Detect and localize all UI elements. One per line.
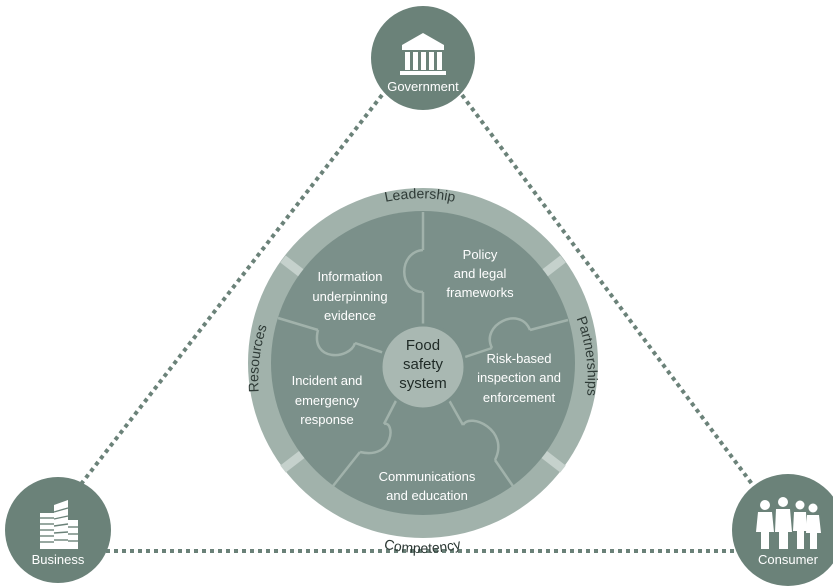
government-business-connector [76, 93, 384, 490]
government-node: Government [371, 6, 475, 110]
center-line-2: safety [403, 356, 444, 373]
segment-incident-line-1: Incident and [292, 373, 363, 388]
segment-policy: Policy and legal frameworks [446, 247, 514, 300]
segment-incident-line-2: emergency [295, 393, 360, 408]
segment-information-line-2: underpinning [312, 289, 387, 304]
segment-incident-line-3: response [300, 412, 353, 427]
segment-information-line-3: evidence [324, 308, 376, 323]
segment-policy-line-2: and legal [454, 266, 507, 281]
consumer-label: Consumer [758, 552, 819, 567]
ring-label-competency: Competency [383, 536, 462, 556]
segment-policy-line-3: frameworks [446, 285, 514, 300]
segment-risk-line-3: enforcement [483, 390, 556, 405]
ring-label-leadership: Leadership [383, 185, 457, 205]
segment-information-line-1: Information [317, 269, 382, 284]
consumer-node: Consumer [732, 474, 833, 586]
business-label: Business [32, 552, 85, 567]
segment-communications-line-1: Communications [379, 469, 476, 484]
government-building-icon [400, 33, 446, 75]
segment-information: Information underpinning evidence [312, 269, 387, 323]
segment-policy-line-1: Policy [463, 247, 498, 262]
center-line-3: system [399, 375, 447, 392]
government-consumer-connector [460, 93, 757, 490]
connector-lines [76, 93, 757, 553]
center-line-1: Food [406, 337, 440, 354]
segment-communications: Communications and education [379, 469, 476, 503]
segment-risk-based: Risk-based inspection and enforcement [477, 351, 561, 405]
business-node: Business [5, 477, 111, 583]
segment-risk-line-2: inspection and [477, 370, 561, 385]
segment-communications-line-2: and education [386, 488, 468, 503]
center-hub [379, 323, 467, 411]
segment-incident: Incident and emergency response [292, 373, 363, 427]
people-group-icon [756, 497, 821, 549]
government-label: Government [387, 79, 459, 94]
segment-risk-line-1: Risk-based [486, 351, 551, 366]
center-label: Food safety system [399, 337, 447, 392]
